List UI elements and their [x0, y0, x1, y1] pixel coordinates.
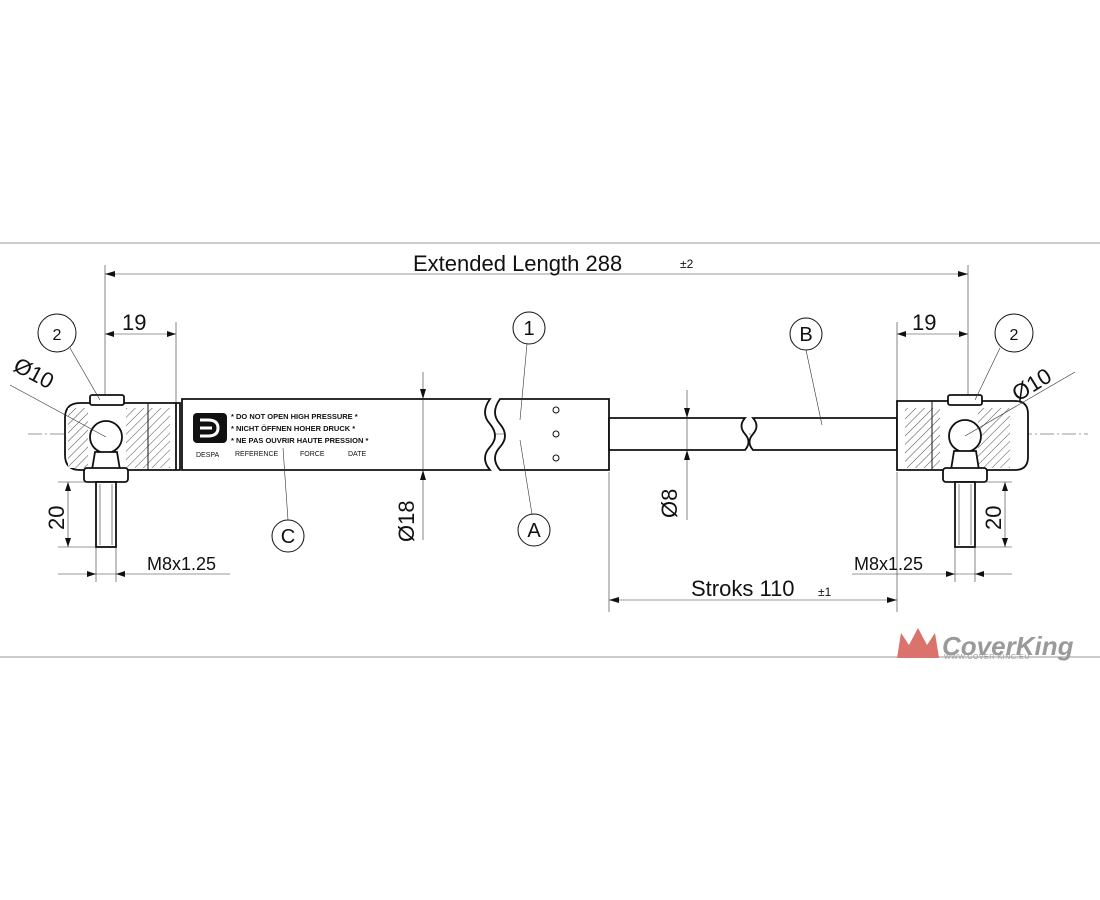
svg-text:C: C	[281, 526, 295, 548]
right-end-dimension: 19	[896, 310, 968, 405]
cylinder-body	[181, 398, 610, 471]
left-end-fitting	[64, 394, 181, 548]
balloon-end-fitting-left: 2	[37, 313, 101, 401]
right-stud-length-label: 20	[981, 506, 1006, 530]
date-column: DATE	[348, 451, 366, 458]
rod-diameter-label: Ø8	[657, 489, 682, 518]
piston-rod	[608, 417, 898, 451]
despa-logo: DESPA	[193, 413, 227, 459]
left-thread-label: M8x1.25	[147, 554, 216, 574]
body-diameter-label: Ø18	[394, 500, 419, 542]
force-column: FORCE	[300, 451, 325, 458]
warning-line-2: * NICHT ÖFFNEN HOHER DRUCK *	[231, 424, 355, 433]
brand-name: DESPA	[196, 452, 220, 459]
logo-name: CoverKing	[942, 631, 1074, 661]
warning-line-1: * DO NOT OPEN HIGH PRESSURE *	[231, 412, 358, 421]
reference-column: REFERENCE	[235, 451, 279, 458]
body-diameter-dimension: Ø18	[394, 372, 426, 542]
svg-text:B: B	[799, 324, 812, 346]
balloon-rod: B	[789, 317, 823, 426]
extended-length-label: Extended Length 288	[413, 251, 622, 276]
warning-line-3: * NE PAS OUVRIR HAUTE PRESSION *	[231, 436, 368, 445]
vent-hole	[552, 406, 560, 414]
logo-url: WWW.COVER-KING.EU	[944, 654, 1030, 661]
crown-icon	[897, 628, 939, 658]
right-thread-dimension: M8x1.25	[852, 548, 1012, 582]
svg-text:2: 2	[1010, 327, 1019, 344]
balloon-end-fitting-right: 2	[974, 313, 1034, 401]
right-end-fitting	[896, 394, 1029, 548]
stroke-label: Stroks 110	[691, 576, 795, 601]
left-thread-dimension: M8x1.25	[58, 548, 230, 582]
extended-length-tolerance: ±2	[680, 257, 694, 271]
left-stud-length-label: 20	[44, 506, 69, 530]
stroke-tolerance: ±1	[818, 585, 832, 599]
right-end-length: 19	[912, 310, 936, 335]
left-ball-diameter-label: Ø10	[10, 352, 58, 394]
left-end-length: 19	[122, 310, 146, 335]
vent-hole	[552, 454, 560, 462]
extended-length-dimension: Extended Length 288 ±2	[104, 251, 969, 400]
left-end-dimension: 19	[105, 310, 177, 405]
vent-hole	[552, 430, 560, 438]
balloon-label: C	[271, 447, 305, 553]
warning-label: DESPA * DO NOT OPEN HIGH PRESSURE * * NI…	[193, 412, 368, 459]
svg-text:2: 2	[53, 327, 62, 344]
right-ball-diameter-label: Ø10	[1007, 363, 1056, 406]
coverking-logo: CoverKing WWW.COVER-KING.EU	[897, 628, 1074, 661]
right-stud-length-dimension: 20	[975, 481, 1012, 548]
rod-diameter-dimension: Ø8	[657, 390, 690, 520]
left-stud-length-dimension: 20	[44, 481, 96, 548]
svg-text:A: A	[527, 520, 541, 542]
balloon-vent: A	[517, 439, 551, 547]
stroke-dimension: Stroks 110 ±1	[608, 472, 898, 612]
svg-text:1: 1	[523, 318, 534, 340]
right-thread-label: M8x1.25	[854, 554, 923, 574]
balloon-cylinder: 1	[512, 311, 546, 421]
